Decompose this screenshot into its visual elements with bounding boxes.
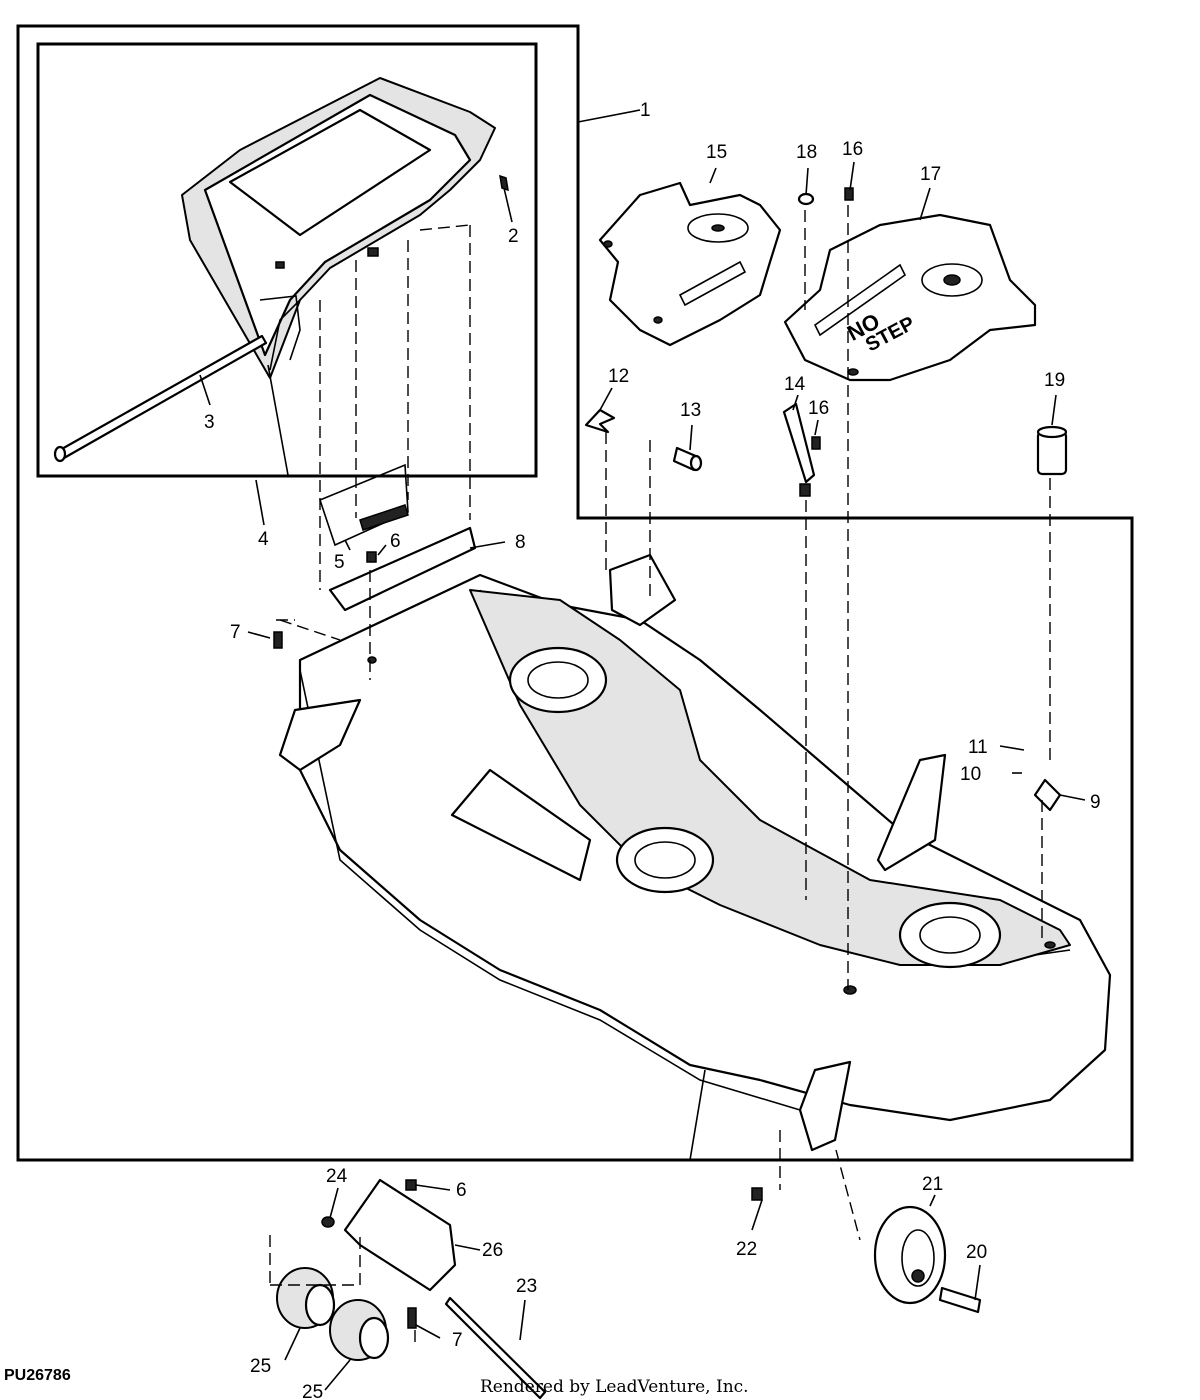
callout-10: 10 (960, 764, 981, 785)
wheel-bolt-20 (938, 1286, 982, 1314)
render-credit: Rendered by LeadVenture, Inc. (480, 1377, 749, 1397)
callout-7: 7 (230, 622, 241, 643)
discharge-chute (181, 77, 496, 379)
assembly-lines (269, 205, 1051, 1345)
bushing-19 (1036, 425, 1068, 476)
callout-19: 19 (1044, 370, 1065, 391)
callout-22: 22 (736, 1239, 757, 1260)
bolt-7 (273, 631, 283, 649)
callout-16b: 16 (808, 398, 829, 419)
figure-code: PU26786 (4, 1367, 71, 1384)
callout-4: 4 (258, 529, 269, 550)
callout-7b: 7 (452, 1330, 463, 1351)
baffle-plate-8 (328, 526, 477, 612)
callout-20: 20 (966, 1242, 987, 1263)
bracket-14 (782, 402, 816, 484)
axle-23 (444, 1296, 547, 1400)
no-step-shield: NO STEP (783, 213, 1037, 382)
mower-deck (278, 553, 1112, 1152)
callout-24: 24 (326, 1166, 348, 1187)
callout-6b: 6 (456, 1180, 467, 1201)
pin-13 (672, 446, 703, 472)
bolt-7-lower (407, 1307, 417, 1329)
nut-22 (751, 1187, 763, 1201)
callout-15: 15 (706, 142, 727, 163)
roller-25-a (276, 1267, 336, 1329)
roller-bracket-26 (321, 1178, 457, 1292)
callout-9: 9 (1090, 792, 1101, 813)
roller-25-b (329, 1299, 390, 1361)
bolt-16-lower (811, 436, 821, 450)
baffle-spring (319, 463, 409, 547)
callout-12: 12 (608, 366, 629, 387)
callout-21: 21 (922, 1174, 943, 1195)
callout-6: 6 (390, 531, 401, 552)
callout-13: 13 (680, 400, 701, 421)
callout-3: 3 (204, 412, 215, 433)
leader-lines (199, 109, 1086, 1391)
callout-11: 11 (968, 737, 988, 758)
callout-14: 14 (784, 374, 806, 395)
chute-rod (53, 334, 268, 463)
callout-25: 25 (250, 1356, 271, 1377)
callouts: 1 2 3 4 5 6 7 8 9 10 11 12 13 14 16 15 1… (204, 100, 1101, 1400)
bolt-16-top (844, 187, 854, 201)
callout-18: 18 (796, 142, 817, 163)
washer-18 (797, 192, 815, 206)
callout-26: 26 (482, 1240, 503, 1261)
clip-12 (584, 408, 616, 434)
callout-25b: 25 (302, 1382, 323, 1400)
gauge-wheel-21 (873, 1205, 947, 1305)
chute-inset-frame (36, 42, 538, 478)
callout-8: 8 (515, 532, 526, 553)
callout-17: 17 (920, 164, 941, 185)
callout-1: 1 (640, 100, 651, 121)
belt-shield (598, 181, 782, 347)
nut-6 (366, 551, 377, 563)
callout-16: 16 (842, 139, 863, 160)
callout-2: 2 (508, 226, 519, 247)
callout-5: 5 (334, 552, 345, 573)
callout-23: 23 (516, 1276, 537, 1297)
assembly-frame (16, 24, 1134, 1162)
chute-pin (499, 174, 509, 192)
